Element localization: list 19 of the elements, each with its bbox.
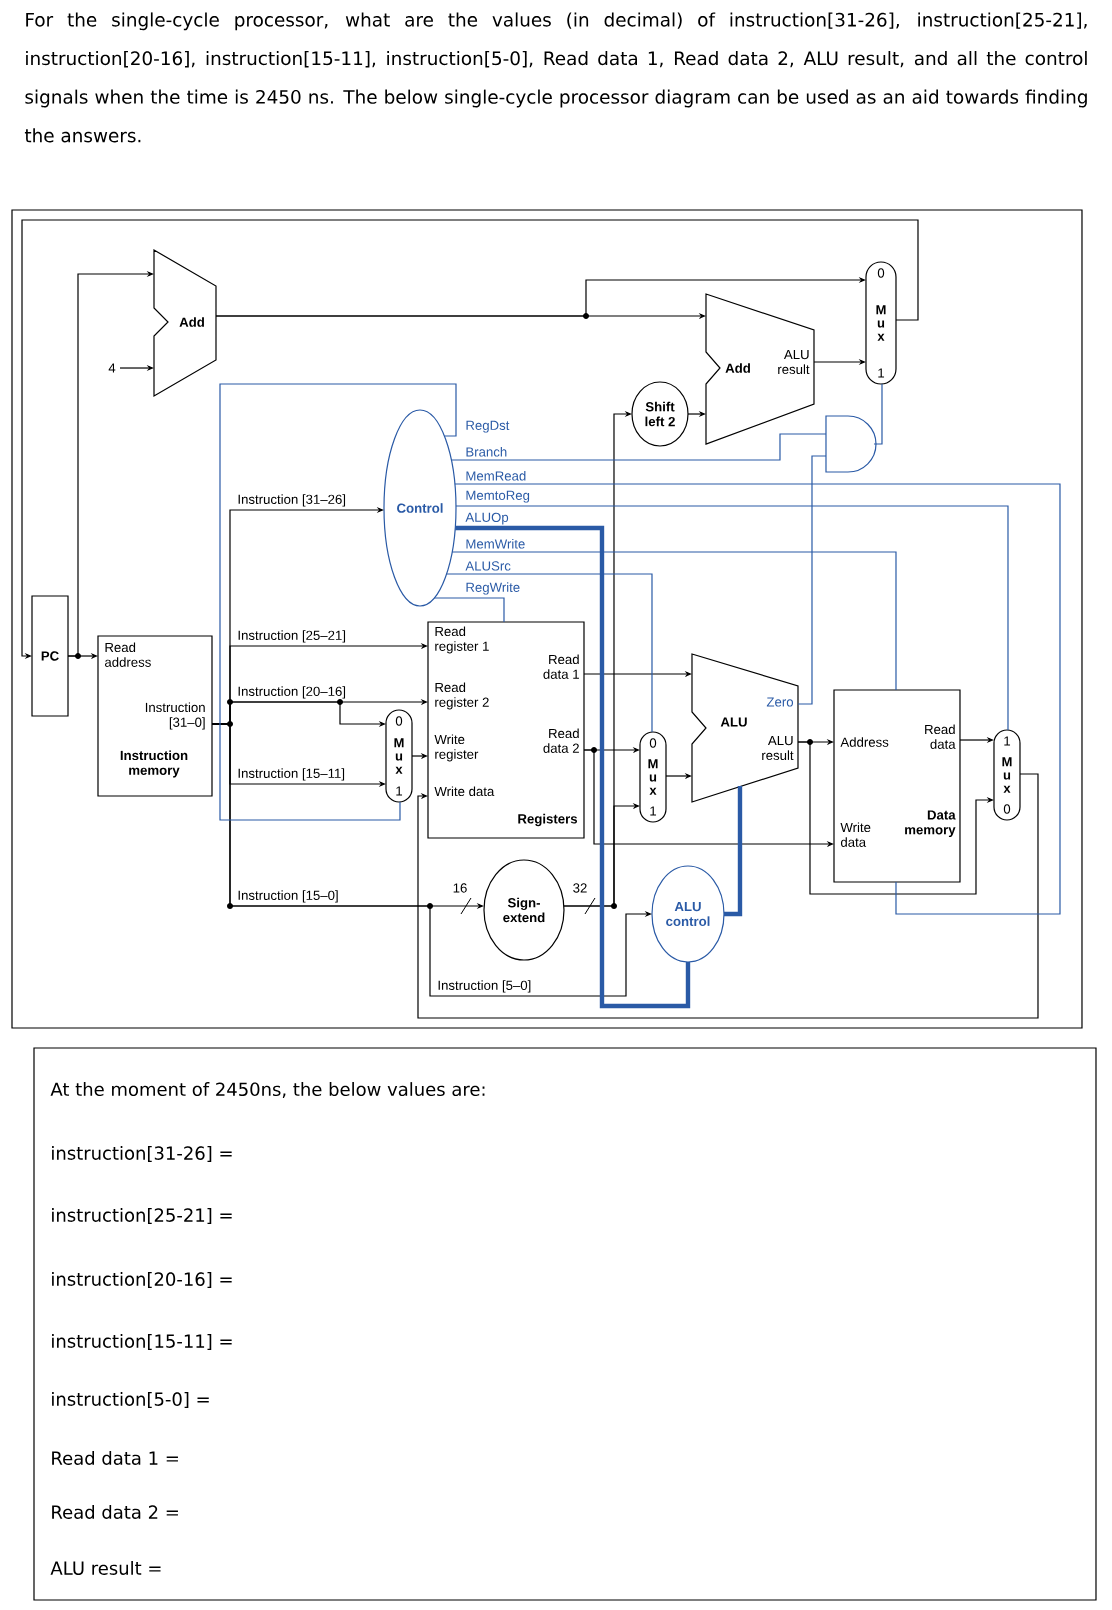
- connector: [724, 786, 743, 917]
- connector: [455, 505, 1009, 731]
- connector: [446, 573, 653, 733]
- question-text: For the single-cycle processor, what are the values (in decimal) of instruction[31-26], instruction[25-21], instruction[20-16], instruction[15-11], instruction[5-0], Read data 1, Read data 2, ALU result, and all the control signals when the time is 2450 ns. The below single-cycle processor diagram can be used as an aid towards finding the answers.: [24, 12, 1087, 143]
- connector: [455, 525, 691, 1009]
- connector: [563, 410, 632, 907]
- connector: [219, 383, 457, 821]
- connector: [454, 483, 1061, 915]
- connector: [211, 723, 652, 997]
- connector: [797, 741, 994, 895]
- and-gate: [825, 415, 877, 473]
- connector: [797, 455, 827, 705]
- connector: [417, 773, 1039, 1019]
- connector: [67, 270, 154, 657]
- connector: [451, 551, 897, 691]
- question-box: At the moment of 2450ns, the below values are: instruction[31-26] = instruction[25-21] = instruction[20-16] = instruction[15-11] = instruction[5-0] = Read data 1 = Read data 2 = ALU result =: [33, 1047, 1097, 1601]
- connector: [873, 383, 883, 445]
- connector: [433, 597, 505, 623]
- connector: [450, 433, 827, 461]
